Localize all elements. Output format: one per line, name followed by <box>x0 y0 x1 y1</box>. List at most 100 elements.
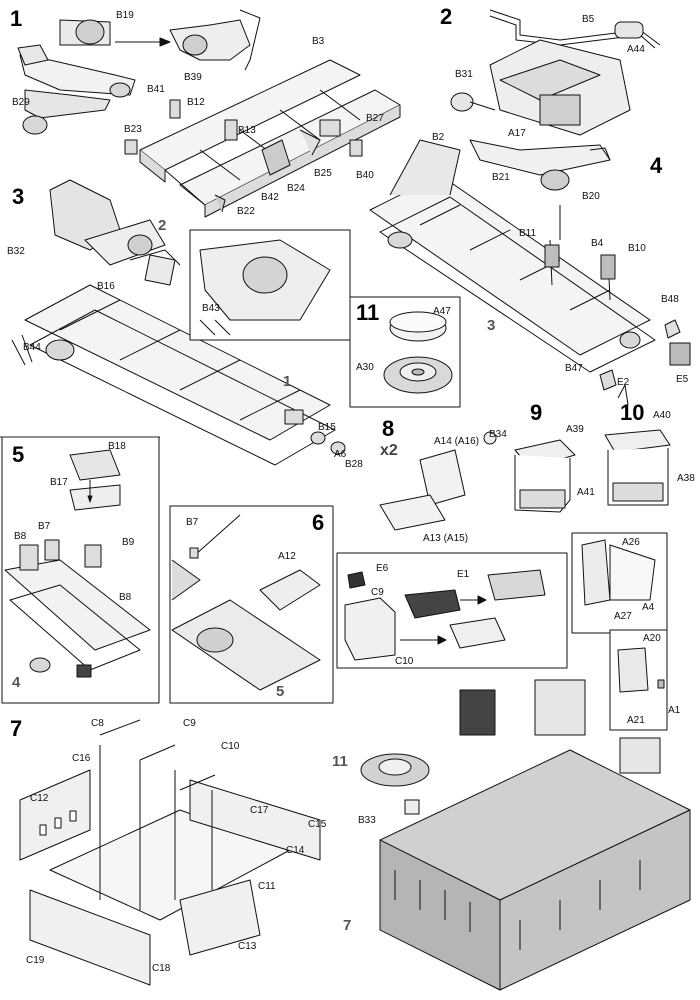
part-label: B44 <box>23 342 41 353</box>
step4-rear-axle-arm <box>469 139 611 191</box>
part-label: B42 <box>261 192 279 203</box>
step-number-3: 3 <box>12 184 25 209</box>
part-label: C19 <box>26 955 45 966</box>
part-label: E1 <box>457 569 470 580</box>
part-label: B41 <box>147 84 165 95</box>
step1-upper-arm <box>169 9 261 71</box>
part-label: E6 <box>376 563 389 574</box>
part-label: B9 <box>122 537 135 548</box>
part-label: A41 <box>577 487 595 498</box>
box-detail-frame-a <box>571 532 668 634</box>
part-label: B43 <box>202 303 220 314</box>
part-label: B13 <box>238 125 256 136</box>
part-label: B23 <box>124 124 142 135</box>
part-label: A6 <box>334 449 347 460</box>
part-label: B48 <box>661 294 679 305</box>
part-label: B40 <box>356 170 374 181</box>
part-label: B15 <box>318 422 336 433</box>
part-label: C14 <box>286 845 305 856</box>
step11-wheel <box>349 296 461 408</box>
step3-engine <box>49 179 181 266</box>
box-detail-frame-b <box>609 629 668 731</box>
part-label: A13 (A15) <box>423 533 469 544</box>
step-number-2: 2 <box>440 4 453 29</box>
step-number-9: 9 <box>530 400 543 425</box>
part-label: B18 <box>108 441 126 452</box>
part-label: C15 <box>308 819 327 830</box>
part-label: C11 <box>258 881 276 892</box>
ref-step-11-in-7: 11 <box>332 753 348 770</box>
step3-detail-frame <box>189 229 351 341</box>
step1-front-axle-assembly <box>17 19 136 135</box>
part-label: B22 <box>237 206 255 217</box>
part-label: B4 <box>591 238 604 249</box>
part-label: B7 <box>38 521 51 532</box>
part-label: C18 <box>152 963 171 974</box>
step4-springs <box>544 244 616 280</box>
part-label: C17 <box>250 805 269 816</box>
part-label: C10 <box>395 656 414 667</box>
part-label: B8 <box>14 531 27 542</box>
part-label: B28 <box>345 459 363 470</box>
step-number-10: 10 <box>620 400 645 425</box>
part-label: C8 <box>91 718 104 729</box>
part-label: A17 <box>508 128 526 139</box>
part-label: B24 <box>287 183 305 194</box>
part-label: A39 <box>566 424 584 435</box>
part-label: B29 <box>12 97 30 108</box>
step6-frame <box>169 505 334 704</box>
part-label: B39 <box>184 72 202 83</box>
part-label: B31 <box>455 69 473 80</box>
step4-frame <box>369 139 656 373</box>
part-label: B47 <box>565 363 583 374</box>
step-number-4: 4 <box>650 153 663 178</box>
step2-exhaust-pipe <box>489 9 661 49</box>
part-label: C13 <box>238 941 257 952</box>
step-number-8: 8 <box>382 416 395 441</box>
part-label: A27 <box>614 611 632 622</box>
ref-step-4-in-5: 4 <box>12 674 21 691</box>
part-label: C9 <box>183 718 196 729</box>
part-label: A1 <box>668 705 681 716</box>
part-label: A4 <box>642 602 655 613</box>
part-label: C10 <box>221 741 240 752</box>
part-label: B19 <box>116 10 134 21</box>
step7-cargo-bed-exploded <box>19 719 321 986</box>
part-label: A30 <box>356 362 374 373</box>
part-label: B33 <box>358 815 376 826</box>
part-label: A44 <box>627 44 645 55</box>
part-label: B3 <box>312 36 325 47</box>
step4-small-parts <box>599 319 691 406</box>
part-label: A21 <box>627 715 645 726</box>
part-label: B16 <box>97 281 115 292</box>
step1-ladder-frame <box>124 59 401 218</box>
step-number-5: 5 <box>12 442 25 467</box>
part-label: B11 <box>519 228 537 239</box>
part-label: A12 <box>278 551 296 562</box>
part-label: B12 <box>187 97 205 108</box>
ref-step-1-in-3: 1 <box>283 373 292 390</box>
part-label: E5 <box>676 374 689 385</box>
part-label: B8 <box>119 592 132 603</box>
step8-seat <box>379 449 466 531</box>
step2-engine-block <box>450 39 631 136</box>
ref-step-5-in-6: 5 <box>276 683 285 700</box>
part-label: A26 <box>622 537 640 548</box>
part-label: B2 <box>432 132 445 143</box>
step9-box <box>483 431 576 513</box>
part-label: B27 <box>366 113 384 124</box>
ref-step-3-in-4: 3 <box>487 317 496 334</box>
part-label: A40 <box>653 410 671 421</box>
ref-step-2-in-3: 2 <box>158 217 167 234</box>
part-label: C9 <box>371 587 384 598</box>
step-number-7: 7 <box>10 716 23 741</box>
step10-box <box>604 429 671 506</box>
part-label: C16 <box>72 753 91 764</box>
part-label: B17 <box>50 477 68 488</box>
step7-cargo-bed-assembled <box>360 679 691 991</box>
part-label: B5 <box>582 14 595 25</box>
step5-frame <box>1 436 160 704</box>
part-label: A20 <box>643 633 661 644</box>
part-label: B20 <box>582 191 600 202</box>
